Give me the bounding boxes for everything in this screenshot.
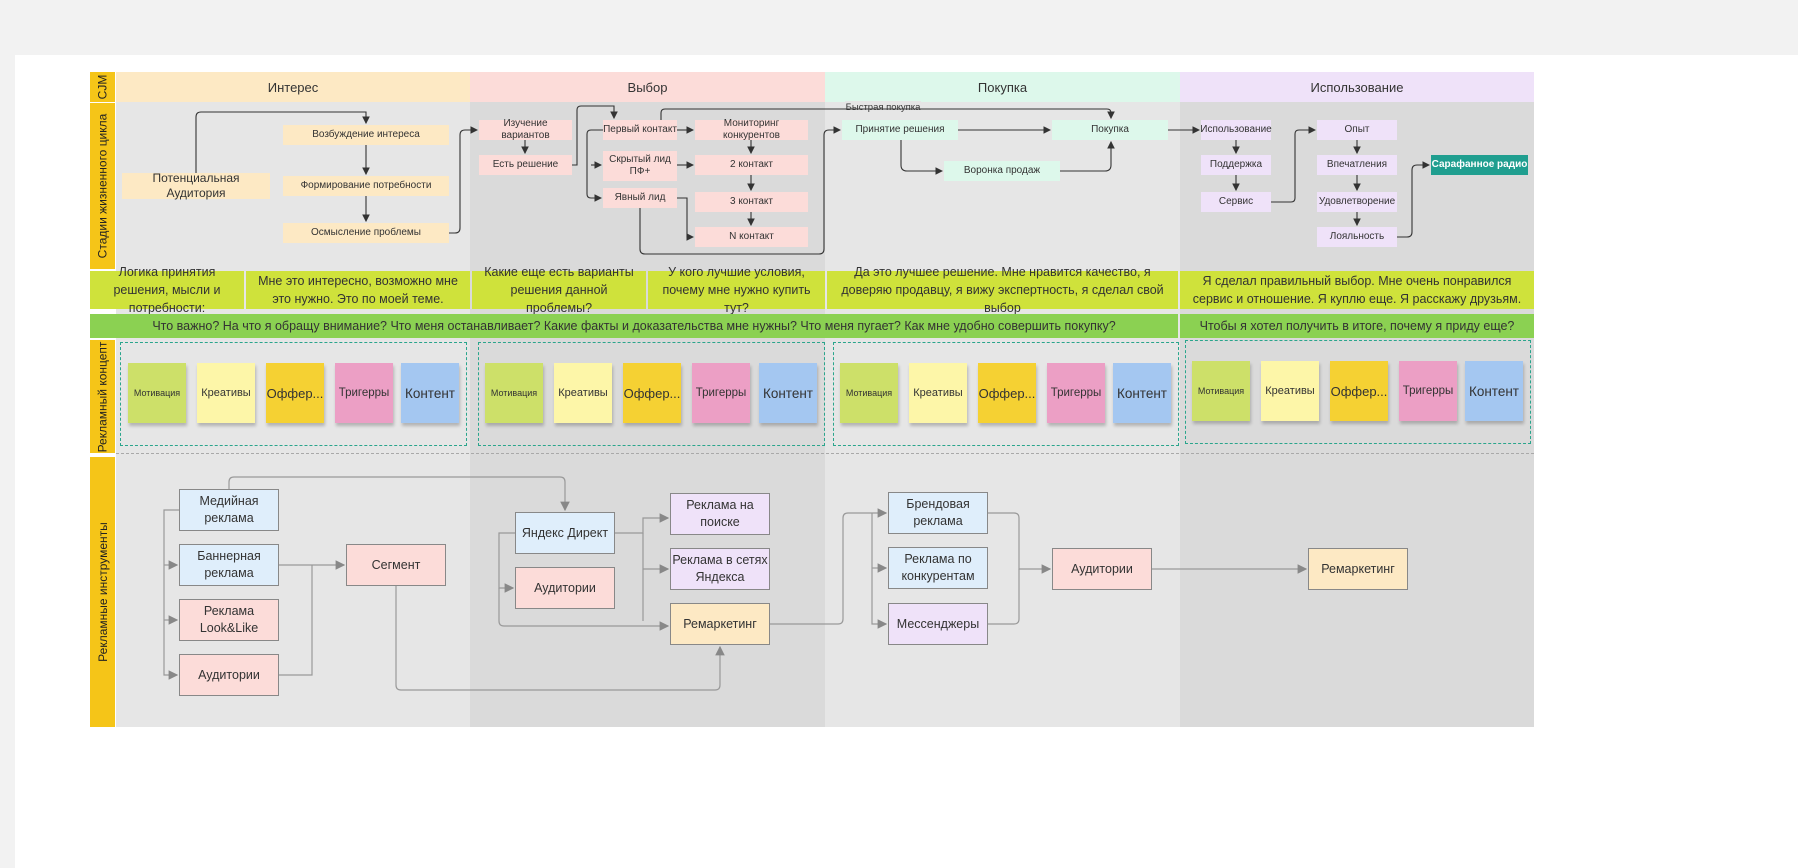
- sticky-offer: Оффер...: [623, 363, 681, 423]
- tool-audiences: Аудитории: [515, 567, 615, 609]
- tool-banner-ads: Баннерная реклама: [179, 544, 279, 586]
- tool-media-ads: Медийная реклама: [179, 489, 279, 531]
- tool-looklike-ads: Реклама Look&Like: [179, 599, 279, 641]
- node-experience: Опыт: [1317, 120, 1397, 140]
- tool-brand-ads: Брендовая реклама: [888, 492, 988, 534]
- sticky-offer: Оффер...: [266, 363, 324, 423]
- node-contact-3: 3 контакт: [695, 192, 808, 212]
- questions-main: Что важно? На что я обращу внимание? Что…: [90, 314, 1178, 338]
- sticky-motivation: Мотивация: [1192, 361, 1250, 421]
- sticky-triggers: Тригерры: [335, 363, 393, 423]
- node-decision: Принятие решения: [842, 120, 958, 140]
- sticky-content: Контент: [759, 363, 817, 423]
- sticky-offer: Оффер...: [978, 363, 1036, 423]
- node-impressions: Впечатления: [1317, 155, 1397, 175]
- sticky-creatives: Креативы: [1261, 361, 1319, 421]
- node-monitoring: Мониторинг конкурентов: [695, 118, 808, 141]
- label-fast-purchase: Быстрая покупка: [845, 101, 921, 115]
- node-support: Поддержка: [1201, 155, 1271, 175]
- concept-group-usage: [1185, 340, 1531, 444]
- node-service: Сервис: [1201, 192, 1271, 212]
- tool-audiences: Аудитории: [1052, 548, 1152, 590]
- sticky-motivation: Мотивация: [840, 363, 898, 423]
- node-interest-arousal: Возбуждение интереса: [283, 125, 449, 145]
- tool-yandex-direct: Яндекс Директ: [515, 512, 615, 554]
- sticky-creatives: Креативы: [554, 363, 612, 423]
- node-potential-audience: Потенциальная Аудитория: [122, 171, 270, 200]
- node-explicit-lead: Явный лид: [603, 188, 677, 208]
- connectors: [163, 105, 1431, 691]
- node-has-solution: Есть решение: [479, 155, 572, 175]
- stage-header-choice: Выбор: [470, 72, 825, 102]
- tool-search-ads: Реклама на поиске: [670, 493, 770, 535]
- sticky-motivation: Мотивация: [485, 363, 543, 423]
- sticky-content: Контент: [401, 363, 459, 423]
- node-first-contact: Первый контакт: [603, 120, 677, 140]
- node-satisfaction: Удовлетворение: [1317, 192, 1397, 212]
- concept-group-purchase: [833, 342, 1179, 446]
- sticky-creatives: Креативы: [197, 363, 255, 423]
- tool-messengers: Мессенджеры: [888, 603, 988, 645]
- sticky-triggers: Тригерры: [1047, 363, 1105, 423]
- node-need-formation: Формирование потребности: [283, 176, 449, 196]
- node-word-of-mouth: Сарафанное радио: [1431, 155, 1528, 175]
- tool-network-ads: Реклама в сетях Яндекса: [670, 548, 770, 590]
- sticky-content: Контент: [1465, 361, 1523, 421]
- stage-header-interest: Интерес: [116, 72, 470, 102]
- node-hidden-lead: Скрытый лид ПФ+: [603, 151, 677, 181]
- logic-text-interest: Мне это интересно, возможно мне это нужн…: [246, 271, 470, 309]
- side-label-concept: Рекламный концепт: [90, 340, 115, 453]
- sticky-triggers: Тригерры: [692, 363, 750, 423]
- sticky-content: Контент: [1113, 363, 1171, 423]
- node-loyalty: Лояльность: [1317, 227, 1397, 247]
- node-problem-understanding: Осмысление проблемы: [283, 223, 449, 243]
- node-usage: Использование: [1200, 120, 1272, 140]
- tool-audiences: Аудитории: [179, 654, 279, 696]
- node-sales-funnel: Воронка продаж: [944, 161, 1060, 181]
- node-contact-2: 2 контакт: [695, 155, 808, 175]
- logic-text-purchase: Да это лучшее решение. Мне нравится каче…: [827, 265, 1178, 315]
- tool-competitor-ads: Реклама по конкурентам: [888, 547, 988, 589]
- sticky-motivation: Мотивация: [128, 363, 186, 423]
- stage-header-purchase: Покупка: [825, 72, 1180, 102]
- sticky-offer: Оффер...: [1330, 361, 1388, 421]
- concept-group-interest: [120, 342, 467, 446]
- tool-remarketing: Ремаркетинг: [670, 603, 770, 645]
- concept-group-choice: [478, 342, 825, 446]
- node-purchase: Покупка: [1052, 120, 1168, 140]
- side-label-tools: Рекламные инструменты: [90, 457, 115, 727]
- sticky-triggers: Тригерры: [1399, 361, 1457, 421]
- sticky-creatives: Креативы: [909, 363, 967, 423]
- node-contact-n: N контакт: [695, 227, 808, 247]
- tool-remarketing: Ремаркетинг: [1308, 548, 1408, 590]
- row-divider: [116, 453, 1534, 454]
- node-study-options: Изучение вариантов: [479, 118, 572, 141]
- side-label-lifecycle: Стадии жизненного цикла: [90, 103, 115, 269]
- logic-text-usage: Я сделал правильный выбор. Мне очень пон…: [1180, 271, 1534, 309]
- diagram-board: CJM Стадии жизненного цикла Рекламный ко…: [15, 55, 1798, 868]
- questions-usage: Чтобы я хотел получить в итоге, почему я…: [1180, 314, 1534, 338]
- side-label-cjm: CJM: [90, 72, 115, 102]
- tool-segment: Сегмент: [346, 544, 446, 586]
- stage-header-usage: Использование: [1180, 72, 1534, 102]
